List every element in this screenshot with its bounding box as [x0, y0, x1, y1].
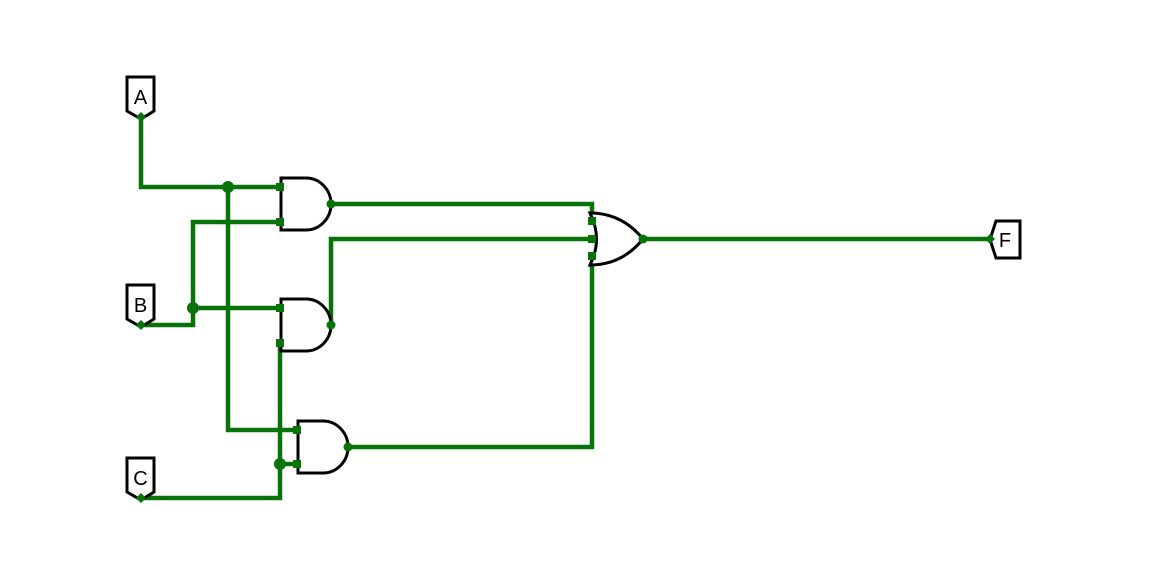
or-gate-body [587, 211, 645, 267]
input-pin-a-label: A [134, 87, 148, 109]
or-gate[interactable] [587, 211, 648, 267]
or-gate-input-2-port [588, 235, 596, 243]
input-pin-a[interactable]: A [125, 75, 156, 122]
or-gate-output-port [638, 234, 648, 244]
wire-a-trunk [138, 117, 281, 190]
wire-b-to-and1 [190, 219, 281, 308]
and-gate-1-body [279, 176, 333, 232]
wire-a-to-and3 [225, 187, 298, 433]
or-gate-input-3-port [588, 252, 596, 260]
input-pin-b-label: B [134, 295, 147, 317]
and-gate-1-input-2-port [276, 218, 284, 226]
and-gate-3-output-port [343, 442, 353, 452]
junction-b [187, 302, 199, 314]
input-pin-a-port [136, 112, 146, 122]
or-gate-input-1-port [588, 217, 596, 225]
and-gate-3[interactable] [293, 419, 353, 475]
wire-and3-to-or [348, 256, 595, 450]
and-gate-1-input-1-port [276, 183, 284, 191]
wire-b-trunk [141, 305, 281, 328]
input-pin-b[interactable]: B [125, 283, 156, 330]
and-gate-2-input-1-port [276, 304, 284, 312]
input-pin-a-body [125, 75, 156, 121]
and-gate-2-input-2-port [276, 339, 284, 347]
and-gate-2[interactable] [276, 297, 336, 353]
input-pin-b-body [125, 283, 156, 329]
wire-and1-to-or [331, 201, 595, 221]
and-gate-3-body [296, 419, 350, 475]
output-pin-f-port [985, 234, 995, 244]
input-pin-b-port [136, 320, 146, 330]
and-gate-3-input-2-port [293, 460, 301, 468]
and-gate-1-output-port [326, 199, 336, 209]
junction-c [274, 458, 286, 470]
input-pin-c-label: C [133, 468, 147, 490]
wire-c-trunk [141, 461, 298, 501]
input-pin-c-port [136, 493, 146, 503]
input-pin-c[interactable]: C [125, 456, 156, 503]
output-pin-f-label: F [999, 230, 1011, 252]
and-gate-2-body [279, 297, 333, 353]
and-gate-3-input-1-port [293, 426, 301, 434]
and-gate-2-output-port [326, 320, 336, 330]
junction-a [222, 181, 234, 193]
junctions [187, 181, 286, 470]
and-gate-1[interactable] [276, 176, 336, 232]
output-pin-f[interactable]: F [985, 219, 1022, 260]
wire-and2-to-or [328, 236, 592, 325]
wires [138, 117, 990, 501]
input-pin-c-body [125, 456, 156, 502]
